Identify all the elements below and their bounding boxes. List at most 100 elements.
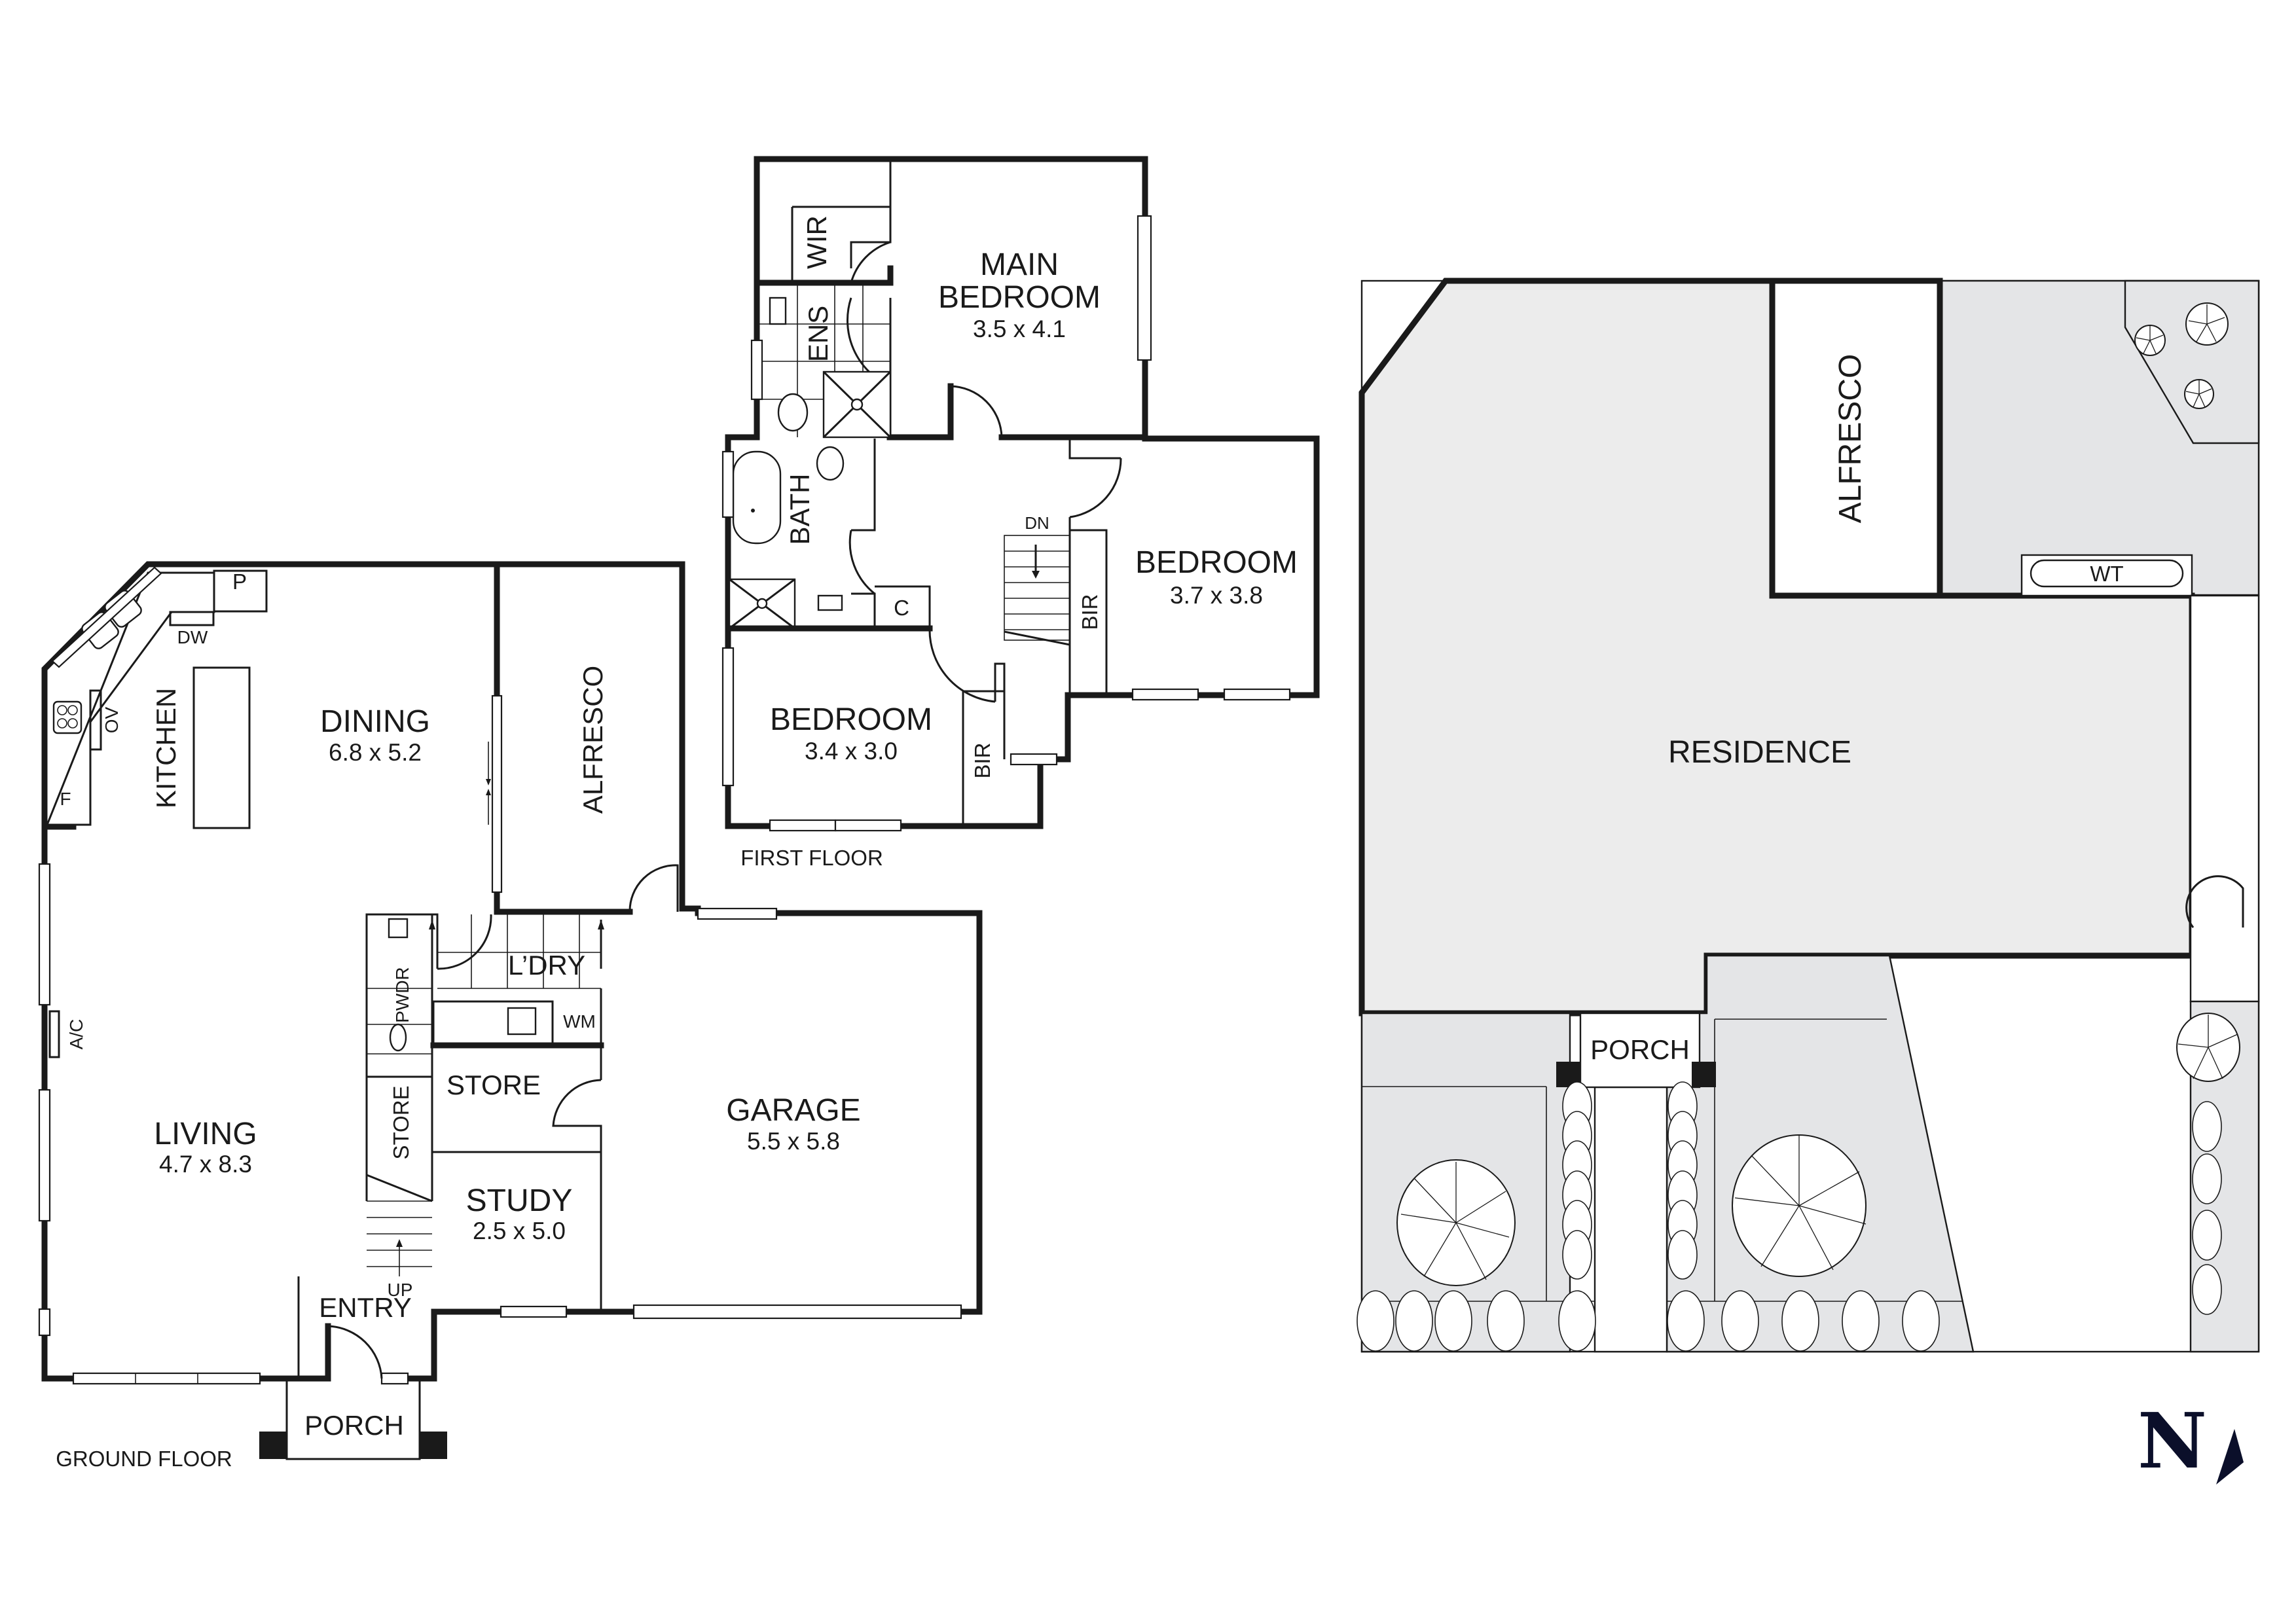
tree-icon (2134, 325, 2166, 356)
oven-label: OV (101, 706, 122, 733)
garage-door (632, 1304, 962, 1320)
fridge-label: F (60, 789, 71, 809)
ground-floor-plan: KITCHEN DINING 6.8 x 5.2 ALFRESCO P DW O… (38, 561, 983, 1471)
side-gate-swing (2185, 875, 2244, 928)
under-stair-store-label: STORE (389, 1085, 413, 1159)
site-porch (1579, 1012, 1701, 1089)
dining-size: 6.8 x 5.2 (329, 739, 422, 766)
stairs-up-label: UP (388, 1280, 413, 1300)
powder-outline (365, 913, 439, 1201)
dishwasher-label: DW (177, 627, 208, 647)
bedroom-south-label: BEDROOM (770, 702, 932, 737)
stair-break-line (366, 1174, 433, 1202)
sliding-door (491, 694, 503, 893)
main-bedroom-door-swing (950, 385, 1003, 438)
side-path (2189, 594, 2260, 1003)
stairs-down-label: DN (1025, 513, 1049, 533)
water-tank (2030, 559, 2184, 588)
bir-south-outline (962, 690, 1004, 826)
residence-label: RESIDENCE (1668, 735, 1851, 770)
ensuite-label: ENS (803, 306, 833, 362)
entry-east-wall (383, 1308, 613, 1382)
kitchen-island (192, 666, 251, 829)
living-size: 4.7 x 8.3 (159, 1151, 252, 1178)
bedroom-east-west-wall (1068, 439, 1121, 460)
bedroom-east-size: 3.7 x 3.8 (1170, 582, 1263, 609)
entry-path (1594, 1086, 1668, 1353)
window (1131, 688, 1199, 701)
porch-pillar (259, 1432, 287, 1459)
bath-wall (851, 439, 876, 532)
dining-label: DINING (320, 704, 430, 739)
air-conditioner-label: A/C (66, 1019, 86, 1050)
cupboard-label: C (894, 596, 909, 620)
bath-toilet-icon (816, 446, 845, 481)
alfresco-label: ALFRESCO (577, 666, 608, 814)
entry-south-wall (295, 1323, 331, 1382)
window (1010, 753, 1058, 766)
ensuite-vanity-icon (769, 297, 787, 325)
cooktop-icon (52, 700, 82, 734)
bir-east-outline (1070, 529, 1108, 695)
tree-icon (1732, 1134, 1867, 1277)
air-conditioner (48, 1010, 60, 1058)
study-label: STUDY (466, 1183, 573, 1218)
wir-wall (850, 159, 892, 268)
window (1137, 215, 1152, 361)
laundry-label: L’DRY (508, 950, 585, 981)
main-bedroom-label: MAIN (980, 247, 1059, 282)
site-alfresco (1769, 278, 1943, 599)
oven (89, 689, 102, 751)
alfresco-door-swing (629, 864, 679, 912)
powder-toilet-icon (389, 1023, 407, 1052)
north-arrow: N (2138, 1397, 2244, 1486)
main-bedroom-south-wall (886, 383, 954, 441)
bir-south-label: BIR (970, 742, 994, 778)
entry-door-swing (327, 1325, 383, 1379)
store-label: STORE (446, 1070, 541, 1100)
porch-pillar (1692, 1062, 1716, 1087)
window (380, 1372, 409, 1385)
window (697, 907, 778, 920)
bath-label: BATH (784, 474, 815, 545)
porch-outline (285, 1379, 421, 1460)
window (72, 1372, 261, 1385)
dishwasher (169, 611, 215, 626)
garage-label: GARAGE (726, 1093, 860, 1128)
window (750, 339, 763, 401)
window (51, 566, 162, 668)
wir-door-swing (850, 241, 891, 283)
bath-wall-lower (851, 592, 876, 628)
window (834, 819, 902, 832)
cupboard-outline (875, 585, 931, 628)
entry-label: ENTRY (319, 1292, 412, 1323)
tree-icon (2185, 302, 2229, 346)
washing-machine-label: WM (563, 1011, 596, 1032)
laundry-door-swing (437, 914, 492, 970)
bir-east-label: BIR (1078, 594, 1102, 630)
first-floor-plan: MAIN BEDROOM 3.5 x 4.1 WIR ENS BATH C DN… (721, 156, 1320, 870)
stair-break-line (1004, 630, 1070, 646)
bath-door-swing (848, 530, 875, 595)
bedroom-east-door-swing (1069, 458, 1122, 518)
bedroom-south-door-jamb (994, 662, 1006, 759)
bedroom-south-door-swing (928, 628, 996, 703)
tree-icon (1396, 1159, 1516, 1286)
study-size: 2.5 x 5.0 (473, 1217, 566, 1244)
window (38, 1089, 51, 1222)
site-porch-label: PORCH (1590, 1034, 1690, 1065)
trees (1357, 302, 2240, 1352)
window (721, 647, 735, 787)
site-plan: RESIDENCE ALFRESCO WT PORCH (1357, 278, 2260, 1353)
window (38, 863, 51, 1006)
washing-machine-icon (507, 1007, 537, 1036)
porch-label: PORCH (304, 1410, 404, 1441)
first-floor-stairs (1004, 535, 1070, 641)
porch-pillar (420, 1432, 447, 1459)
window (1223, 688, 1291, 701)
ground-floor-caption: GROUND FLOOR (56, 1447, 232, 1471)
pantry (213, 569, 268, 613)
shrub-row (1357, 1081, 2222, 1352)
wir-ens-wall (755, 265, 894, 286)
